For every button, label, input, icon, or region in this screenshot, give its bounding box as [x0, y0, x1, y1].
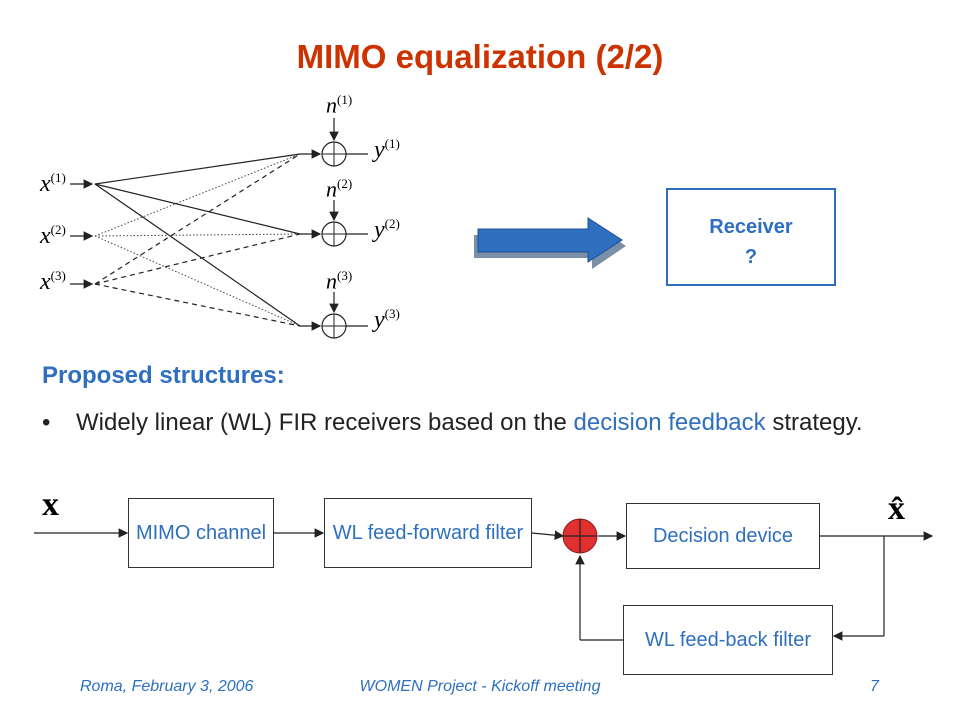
section-heading: Proposed structures:	[42, 362, 285, 389]
receiver-label: Receiver	[709, 216, 793, 238]
input-label-2: x(2)	[40, 222, 66, 249]
bullet-marker: •	[42, 409, 51, 436]
noise-label-1: n(1)	[326, 92, 353, 118]
bullet-text: Widely linear (WL) FIR receivers based o…	[76, 409, 863, 436]
feed-back-filter-block: WL feed-back filter	[623, 605, 833, 675]
summer-2	[321, 221, 347, 247]
summer-1	[321, 141, 347, 167]
summer-3	[321, 313, 347, 339]
output-label-3: y(3)	[374, 306, 400, 333]
footer-project: WOMEN Project - Kickoff meeting	[359, 678, 601, 695]
noise-label-2: n(2)	[326, 176, 353, 202]
slide-title: MIMO equalization (2/2)	[296, 38, 664, 75]
paths-from-x3	[94, 153, 301, 327]
mimo-channel-block: MIMO channel	[128, 498, 274, 568]
feed-forward-filter-block: WL feed-forward filter	[324, 498, 532, 568]
receiver-box: Receiver ?	[666, 188, 836, 286]
blue-arrow-icon	[474, 217, 626, 269]
highlight-text: decision feedback	[573, 409, 766, 436]
paths-from-x2	[94, 153, 301, 327]
input-label-1: x(1)	[40, 170, 66, 197]
output-label-1: y(1)	[374, 136, 400, 163]
receiver-question: ?	[744, 246, 758, 268]
feedback-summer-icon	[562, 518, 598, 554]
page-number: 7	[870, 678, 879, 695]
paths-from-x1	[94, 153, 301, 327]
input-symbol: x	[42, 486, 59, 523]
decision-device-block: Decision device	[626, 503, 820, 569]
output-symbol: x̂	[888, 490, 905, 527]
footer-date: Roma, February 3, 2006	[80, 678, 254, 695]
input-label-3: x(3)	[40, 268, 66, 295]
output-label-2: y(2)	[374, 216, 400, 243]
noise-label-3: n(3)	[326, 268, 353, 294]
